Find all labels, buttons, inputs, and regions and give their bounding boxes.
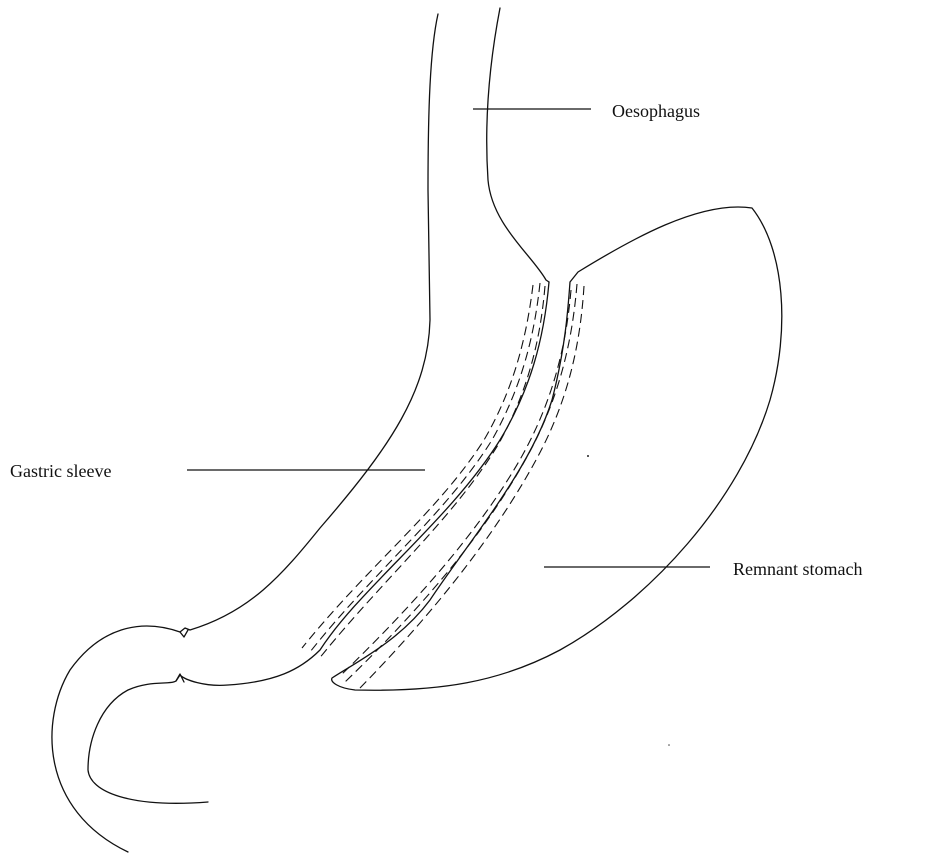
sleeve-staple-wall <box>88 282 549 803</box>
gastric-sleeve-label: Gastric sleeve <box>10 460 111 482</box>
remnant-stomach-outline <box>332 207 782 690</box>
speck-1 <box>587 455 589 457</box>
remnant-staple-line-3 <box>340 290 571 676</box>
oesophagus-label: Oesophagus <box>612 100 700 122</box>
pylorus-notch-lower <box>176 674 184 682</box>
speck-2 <box>668 744 670 746</box>
sleeve-staple-line-3 <box>318 286 545 660</box>
oesophagus-inner-wall <box>487 8 549 282</box>
remnant-staple-line-2 <box>360 286 584 688</box>
remnant-stomach-label: Remnant stomach <box>733 558 862 580</box>
sleeve-staple-line-2 <box>302 285 533 648</box>
sleeve-outer-wall <box>52 14 438 852</box>
sleeve-staple-line-1 <box>310 283 540 652</box>
